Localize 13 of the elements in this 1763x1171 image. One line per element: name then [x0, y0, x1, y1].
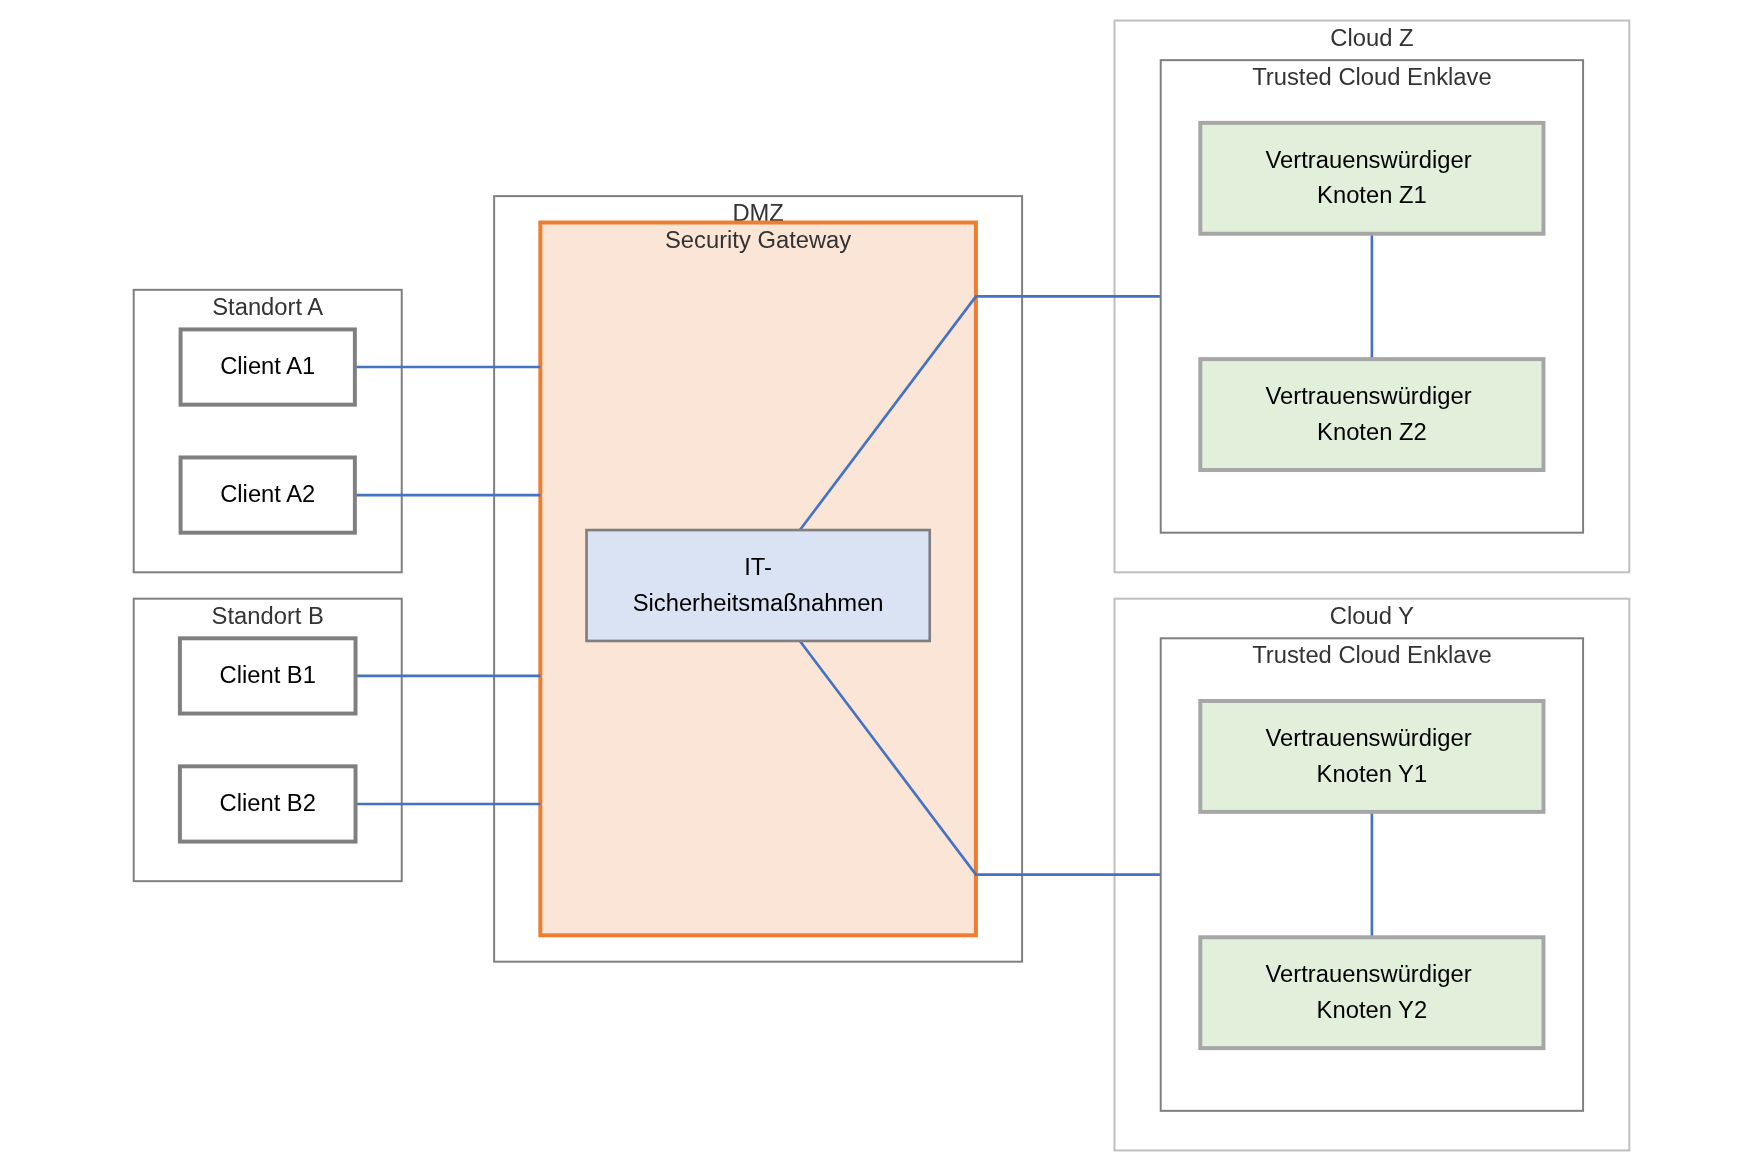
node-box: Client A1: [178, 327, 357, 407]
node-box: Client B1: [177, 636, 358, 716]
connector: [798, 295, 1161, 531]
node-box: Vertrauenswürdiger Knoten Y1: [1198, 699, 1546, 814]
node-box: Vertrauenswürdiger Knoten Y2: [1198, 935, 1546, 1051]
connector: [1370, 233, 1374, 360]
connector: [798, 640, 1161, 876]
node-box: Client A2: [178, 455, 357, 535]
node-box: Client B2: [177, 764, 358, 844]
node-box: IT-Sicherheitsmaßnahmen: [585, 528, 932, 643]
connector: [1370, 811, 1374, 938]
node-box: Vertrauenswürdiger Knoten Z2: [1198, 357, 1546, 472]
node-box: Vertrauenswürdiger Knoten Z1: [1198, 120, 1546, 236]
